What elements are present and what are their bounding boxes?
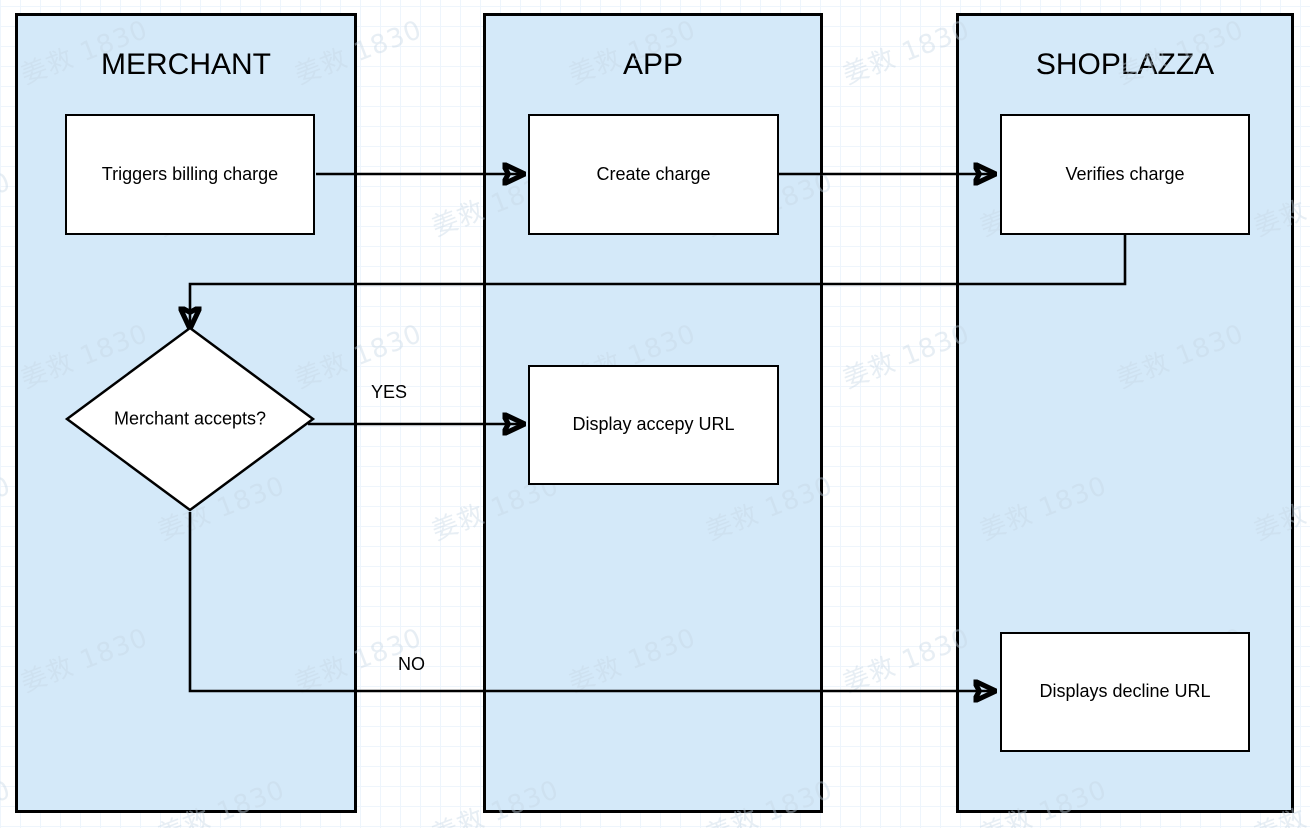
node-display-accept-url[interactable]: Display accepy URL: [528, 365, 779, 485]
node-label-triggers-billing-charge: Triggers billing charge: [101, 163, 279, 184]
watermark-text: 姜救 1830: [0, 166, 16, 243]
watermark-text: 姜救 1830: [0, 470, 16, 547]
node-label-displays-decline-url: Displays decline URL: [1039, 681, 1211, 702]
node-label-verifies-charge: Verifies charge: [1065, 163, 1185, 184]
node-displays-decline-url[interactable]: Displays decline URL: [1000, 632, 1250, 752]
node-label-merchant-accepts: Merchant accepts?: [113, 408, 267, 429]
watermark-text: 姜救 1830: [838, 318, 975, 395]
watermark-text: 姜救 1830: [838, 622, 975, 699]
node-triggers-billing-charge[interactable]: Triggers billing charge: [65, 114, 315, 235]
lane-title-shoplazza: SHOPLAZZA: [1035, 48, 1215, 81]
watermark-text: 姜救 1830: [838, 14, 975, 91]
lane-title-merchant: MERCHANT: [101, 48, 271, 81]
edge-label-no: NO: [398, 654, 425, 674]
node-label-create-charge: Create charge: [596, 163, 711, 184]
watermark-text: 姜救 1830: [0, 774, 16, 828]
node-merchant-accepts[interactable]: Merchant accepts?: [64, 326, 316, 512]
node-label-display-accept-url: Display accepy URL: [572, 414, 735, 435]
node-create-charge[interactable]: Create charge: [528, 114, 779, 235]
node-verifies-charge[interactable]: Verifies charge: [1000, 114, 1250, 235]
lane-title-app: APP: [622, 48, 684, 81]
edge-label-yes: YES: [371, 382, 408, 402]
